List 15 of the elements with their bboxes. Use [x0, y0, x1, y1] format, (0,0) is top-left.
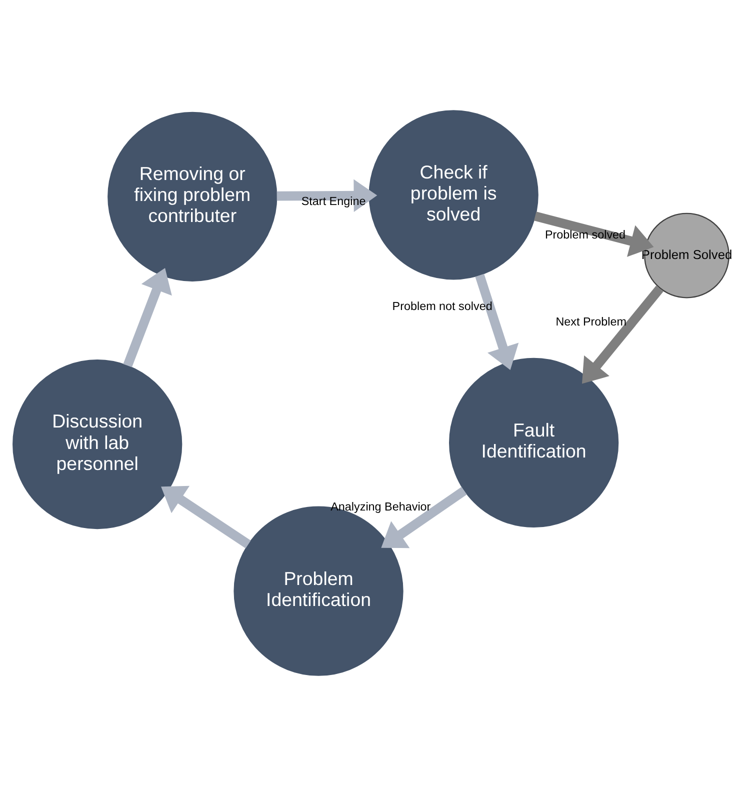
node-circle: Check if problem is solved — [368, 110, 538, 280]
arrow — [475, 273, 519, 370]
arrow — [161, 485, 251, 548]
edge-label: Problem not solved — [392, 300, 492, 313]
arrow — [276, 178, 378, 212]
arrow — [381, 486, 467, 548]
edge-label: Problem solved — [544, 228, 626, 242]
arrow — [123, 267, 172, 367]
node-circle: Removing or fixing problem contributer — [108, 111, 278, 281]
edge-label: Next Problem — [556, 314, 627, 328]
node-circle: Fault Identification — [449, 357, 619, 528]
node-circle: Discussion with lab personnel — [12, 358, 182, 529]
arrow — [582, 285, 664, 384]
arrow — [534, 211, 654, 256]
edge-label: Start Engine — [301, 194, 366, 208]
